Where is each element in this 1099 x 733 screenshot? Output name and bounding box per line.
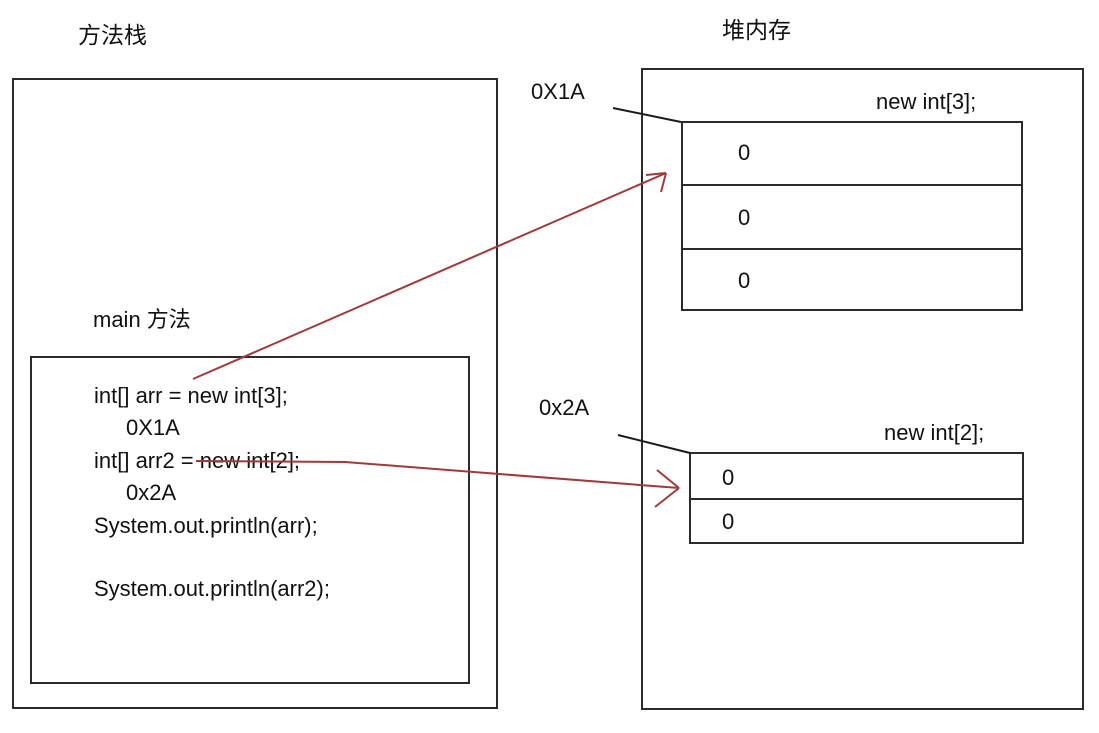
heap-array-int2-divider-1 xyxy=(691,498,1022,500)
heap-array-int3-divider-2 xyxy=(683,248,1021,250)
heap-title: 堆内存 xyxy=(722,17,791,43)
address-label-0x1a: 0X1A xyxy=(531,79,585,104)
stack-title: 方法栈 xyxy=(78,22,147,48)
code-line-println-arr2: System.out.println(arr2); xyxy=(94,576,330,601)
array-title-new-int-3: new int[3]; xyxy=(876,89,977,114)
code-line-declare-arr: int[] arr = new int[3]; xyxy=(94,383,288,408)
heap-array-int2-cell-1: 0 xyxy=(722,509,735,534)
heap-array-int2-box xyxy=(689,452,1024,544)
heap-array-int3-cell-1: 0 xyxy=(738,205,751,230)
code-line-println-arr: System.out.println(arr); xyxy=(94,513,318,538)
heap-array-int2-cell-0: 0 xyxy=(722,465,735,490)
heap-array-int3-box xyxy=(681,121,1023,311)
heap-array-int3-cell-0: 0 xyxy=(738,140,751,165)
code-line-addr-arr: 0X1A xyxy=(126,415,180,440)
address-label-0x2a: 0x2A xyxy=(539,395,590,420)
heap-array-int3-cell-2: 0 xyxy=(738,268,751,293)
code-line-addr-arr2: 0x2A xyxy=(126,480,177,505)
main-frame-label: main 方法 xyxy=(93,307,191,332)
heap-array-int3-divider-1 xyxy=(683,184,1021,186)
array-title-new-int-2: new int[2]; xyxy=(884,420,985,445)
heap-box xyxy=(641,68,1084,710)
method-stack-box xyxy=(12,78,498,709)
code-line-declare-arr2: int[] arr2 = new int[2]; xyxy=(94,448,301,473)
